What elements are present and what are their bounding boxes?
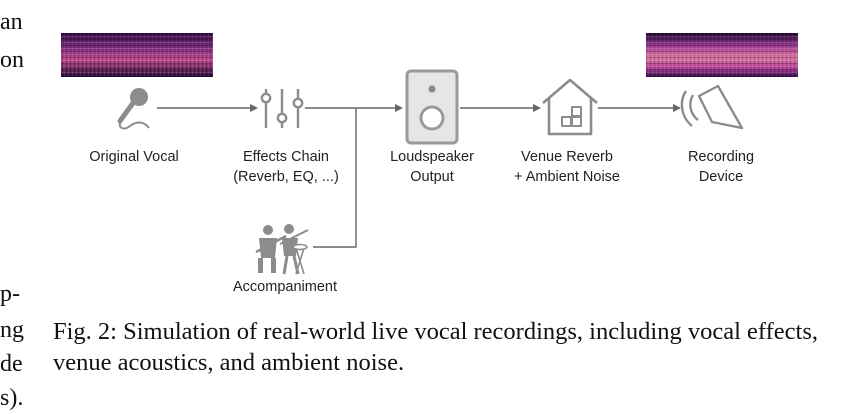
left-text-fragment-3: p- [0,282,20,306]
figure-caption: Fig. 2: Simulation of real-world live vo… [53,318,818,376]
label-recording: Recording [688,149,754,165]
sliders-icon [260,89,304,128]
connector-lines [157,107,675,248]
label-effects-chain: Effects Chain [243,149,329,165]
label-accompaniment: Accompaniment [233,279,337,295]
original-spectrogram [61,33,213,77]
signal-chain-diagram: Original Vocal Effects Chain (Reverb, EQ… [61,33,798,295]
recorded-spectrogram [646,33,798,77]
left-text-fragment-5: de [0,352,23,376]
label-loudspeaker-output: Output [410,169,454,185]
label-ambient-noise: + Ambient Noise [514,169,620,185]
microphone-icon [117,88,150,130]
label-effects-chain-detail: (Reverb, EQ, ...) [233,169,339,185]
left-text-fragment-6: s). [0,386,22,410]
recording-device-icon [680,84,744,130]
left-text-fragment-4: ng [0,318,24,342]
arrowheads [250,104,681,112]
left-text-fragment-2: on [0,48,24,72]
label-original-vocal: Original Vocal [89,149,178,165]
loudspeaker-icon [405,69,459,145]
venue-house-icon [542,78,598,136]
label-device: Device [699,169,743,185]
label-venue-reverb: Venue Reverb [521,149,613,165]
label-loudspeaker: Loudspeaker [390,149,474,165]
line-accompaniment-to-mix [313,108,357,248]
musicians-icon [255,224,309,275]
left-text-fragment-1: an [0,10,23,34]
